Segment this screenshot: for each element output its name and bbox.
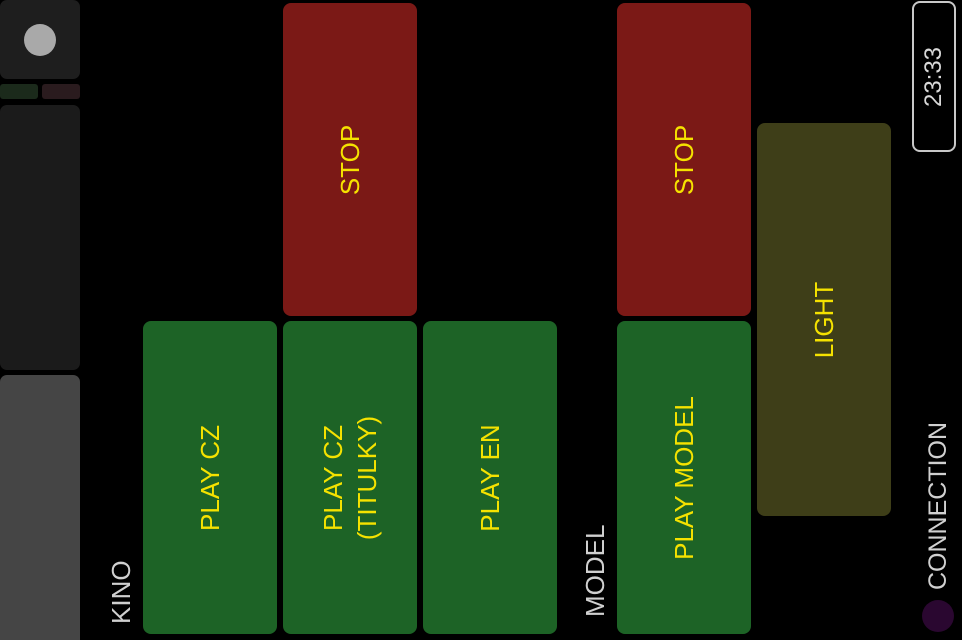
stop-model-button[interactable]: STOP (617, 3, 751, 316)
status-indicator-panel[interactable] (0, 0, 80, 79)
stop-model-label: STOP (669, 124, 699, 195)
section-label-model: MODEL (580, 524, 610, 617)
play-cz-label: PLAY CZ (195, 424, 225, 531)
connection-label: CONNECTION (924, 421, 952, 590)
play-cz-button[interactable]: PLAY CZ (143, 321, 277, 634)
stop-kino-button[interactable]: STOP (283, 3, 417, 316)
light-button[interactable]: LIGHT (757, 123, 891, 516)
clock-time: 23:33 (920, 46, 947, 107)
clock-display: 23:33 (912, 1, 956, 152)
play-cz-titulky-line1: PLAY CZ (318, 424, 348, 531)
light-label: LIGHT (809, 281, 839, 358)
play-cz-titulky-line2: (TITULKY) (352, 415, 382, 540)
indicator-led-red (42, 84, 80, 99)
play-model-button[interactable]: PLAY MODEL (617, 321, 751, 634)
status-dot-icon (24, 24, 56, 56)
connection-status-icon (922, 600, 954, 632)
play-en-label: PLAY EN (475, 423, 505, 532)
play-cz-titulky-button[interactable]: PLAY CZ (TITULKY) (283, 321, 417, 634)
play-en-button[interactable]: PLAY EN (423, 321, 557, 634)
play-model-label: PLAY MODEL (669, 395, 699, 560)
indicator-led-green (0, 84, 38, 99)
section-label-kino: KINO (106, 560, 136, 624)
volume-slider-fill[interactable] (0, 375, 80, 640)
play-cz-titulky-label: PLAY CZ (TITULKY) (316, 415, 384, 539)
volume-slider-track[interactable] (0, 105, 80, 370)
stop-kino-label: STOP (335, 124, 365, 195)
